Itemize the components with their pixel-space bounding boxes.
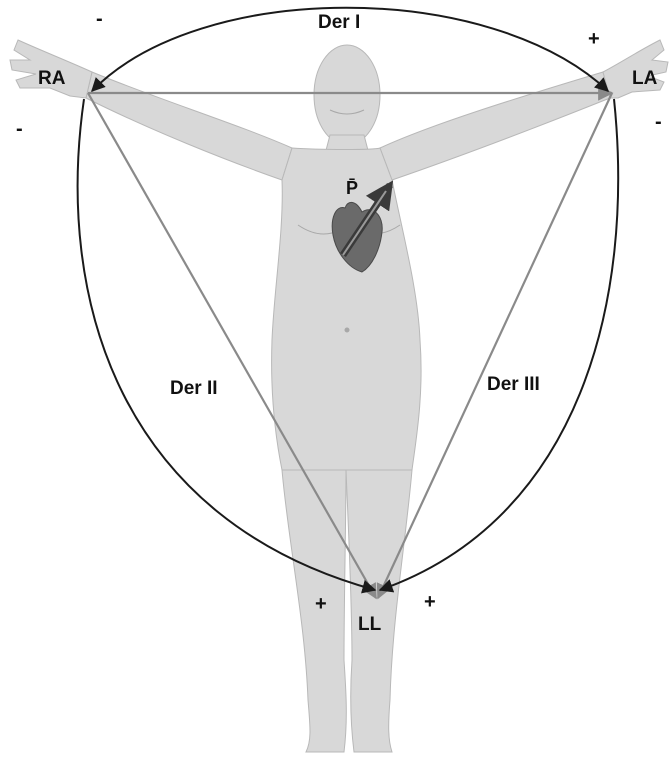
electrode-ll-label: LL	[358, 614, 382, 635]
heart-vector-label: P̄	[346, 178, 358, 198]
human-body-figure	[10, 40, 668, 752]
lead-2-label: Der II	[170, 378, 218, 399]
lead-3-label: Der III	[487, 374, 540, 395]
right-arm	[380, 72, 610, 180]
electrode-ra-label: RA	[38, 68, 66, 89]
head	[314, 45, 380, 145]
lead-2-negative-sign: -	[16, 118, 23, 140]
lead-1-negative-sign: -	[96, 8, 103, 30]
left-leg	[346, 470, 412, 752]
lead-3-negative-sign: -	[655, 111, 662, 133]
lead-1-positive-sign: +	[588, 28, 600, 50]
lead-3-positive-sign: +	[424, 591, 436, 613]
left-arm	[86, 72, 292, 180]
electrode-la-label: LA	[632, 68, 658, 89]
lead-1-label: Der I	[318, 12, 360, 33]
lead-2-positive-sign: +	[315, 593, 327, 615]
